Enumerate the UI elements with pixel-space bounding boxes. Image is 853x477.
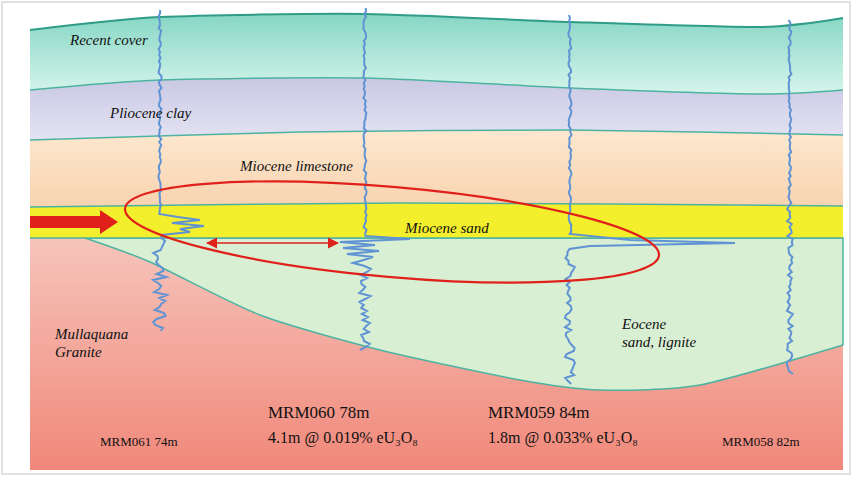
gamma-log	[787, 20, 793, 374]
layer-boundary	[30, 203, 843, 207]
intercept-label: 1.8m @ 0.033% eU₃O₈	[488, 428, 638, 447]
layer-name: Recent cover	[70, 31, 148, 49]
eocene-layer	[85, 238, 843, 390]
layer-boundary	[30, 237, 843, 239]
target-ellipse	[121, 164, 663, 300]
layer-boundary	[30, 78, 843, 94]
gamma-log	[153, 10, 204, 331]
extent-arrow	[207, 242, 338, 244]
sand-layer	[30, 203, 843, 238]
gamma-log	[565, 15, 735, 384]
granite-layer	[30, 220, 843, 470]
hole-label: MRM061 74m	[100, 434, 178, 450]
layer-name: Miocene limestone	[240, 157, 353, 175]
flow-arrow	[30, 210, 118, 234]
hole-label: MRM059 84m	[488, 403, 590, 423]
layer-name: Mullaquana Granite	[55, 325, 145, 361]
layer-name: Miocene sand	[405, 219, 489, 237]
limestone-layer	[30, 130, 843, 207]
gamma-log	[340, 8, 410, 350]
hole-label: MRM060 78m	[268, 403, 370, 423]
layer-boundary	[30, 14, 843, 30]
hole-label: MRM058 82m	[722, 434, 800, 450]
layer-name: Pliocene clay	[110, 104, 191, 122]
layer-name: Eocene sand, lignite	[622, 315, 699, 351]
cover-layer	[30, 14, 843, 94]
layer-boundary	[30, 130, 843, 140]
intercept-label: 4.1m @ 0.019% eU₃O₈	[268, 428, 418, 447]
